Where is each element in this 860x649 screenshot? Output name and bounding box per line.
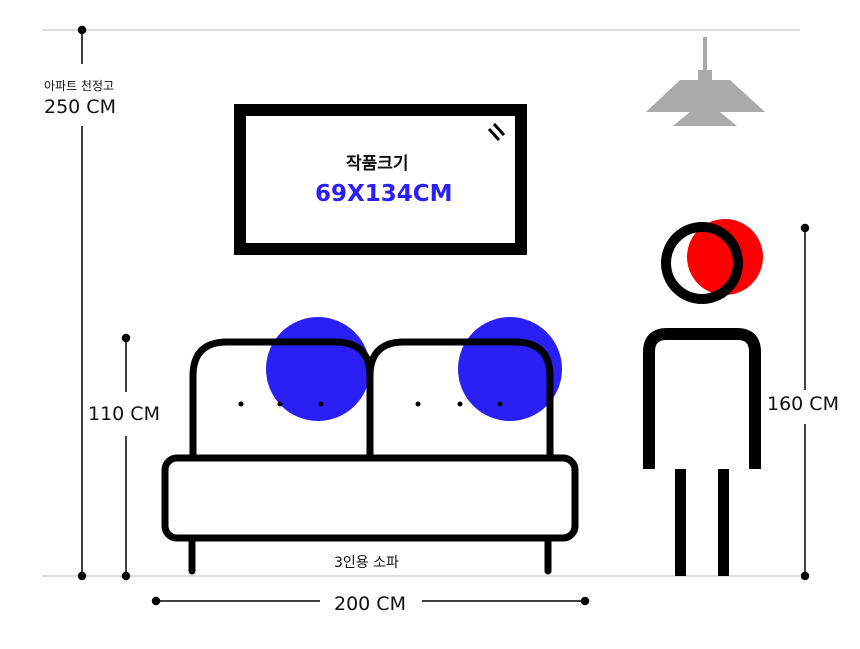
person-icon (643, 219, 763, 576)
person-height-dimension (800, 223, 810, 581)
sofa-height: 110 CM (88, 403, 160, 425)
ceiling-height: 250 CM (44, 96, 116, 118)
person-height: 160 CM (767, 393, 839, 415)
sofa-height-dimension (121, 333, 131, 581)
artwork-label: 작품크기 (346, 154, 409, 174)
sofa-icon (161, 317, 579, 575)
glare-icon (487, 122, 506, 142)
sofa-width-dimension (151, 596, 590, 606)
sofa-width: 200 CM (334, 593, 406, 615)
pendant-lamp-icon (646, 37, 765, 126)
sofa-label: 3인용 소파 (334, 555, 399, 571)
ceiling-label: 아파트 천정고 (44, 79, 115, 93)
ceiling-dimension (77, 25, 87, 581)
artwork-size: 69X134CM (315, 181, 453, 207)
artwork-frame (234, 104, 527, 255)
